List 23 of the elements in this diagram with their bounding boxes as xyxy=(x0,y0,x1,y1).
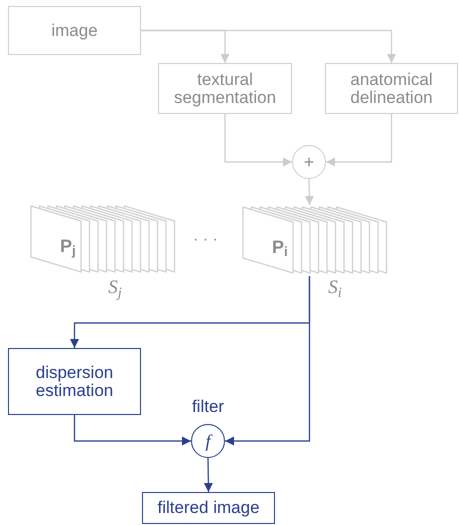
operator-symbol: f xyxy=(205,430,210,453)
process-box xyxy=(8,348,141,415)
box-label: image xyxy=(51,22,98,40)
process-box xyxy=(8,6,141,55)
arrow xyxy=(74,415,191,446)
box-label: filtered image xyxy=(157,499,260,517)
ellipsis: · · · xyxy=(193,230,218,250)
box-label: anatomical delineation xyxy=(349,70,434,106)
process-box xyxy=(325,63,458,114)
node-caption: filter xyxy=(190,398,226,415)
arrow xyxy=(326,114,392,166)
output-box xyxy=(142,492,275,524)
process-box xyxy=(158,63,292,114)
arrow xyxy=(304,178,314,206)
set-label: S$_{i}$ xyxy=(327,278,343,297)
arrow xyxy=(204,458,213,492)
arrow xyxy=(225,276,310,446)
arrow xyxy=(141,30,396,63)
box-label: dispersion estimation xyxy=(34,364,114,400)
plane-label: P$_{i}$ xyxy=(272,238,288,256)
arrow xyxy=(224,114,292,166)
box-label: textural segmentation xyxy=(172,70,278,106)
operator-symbol: + xyxy=(304,150,314,174)
